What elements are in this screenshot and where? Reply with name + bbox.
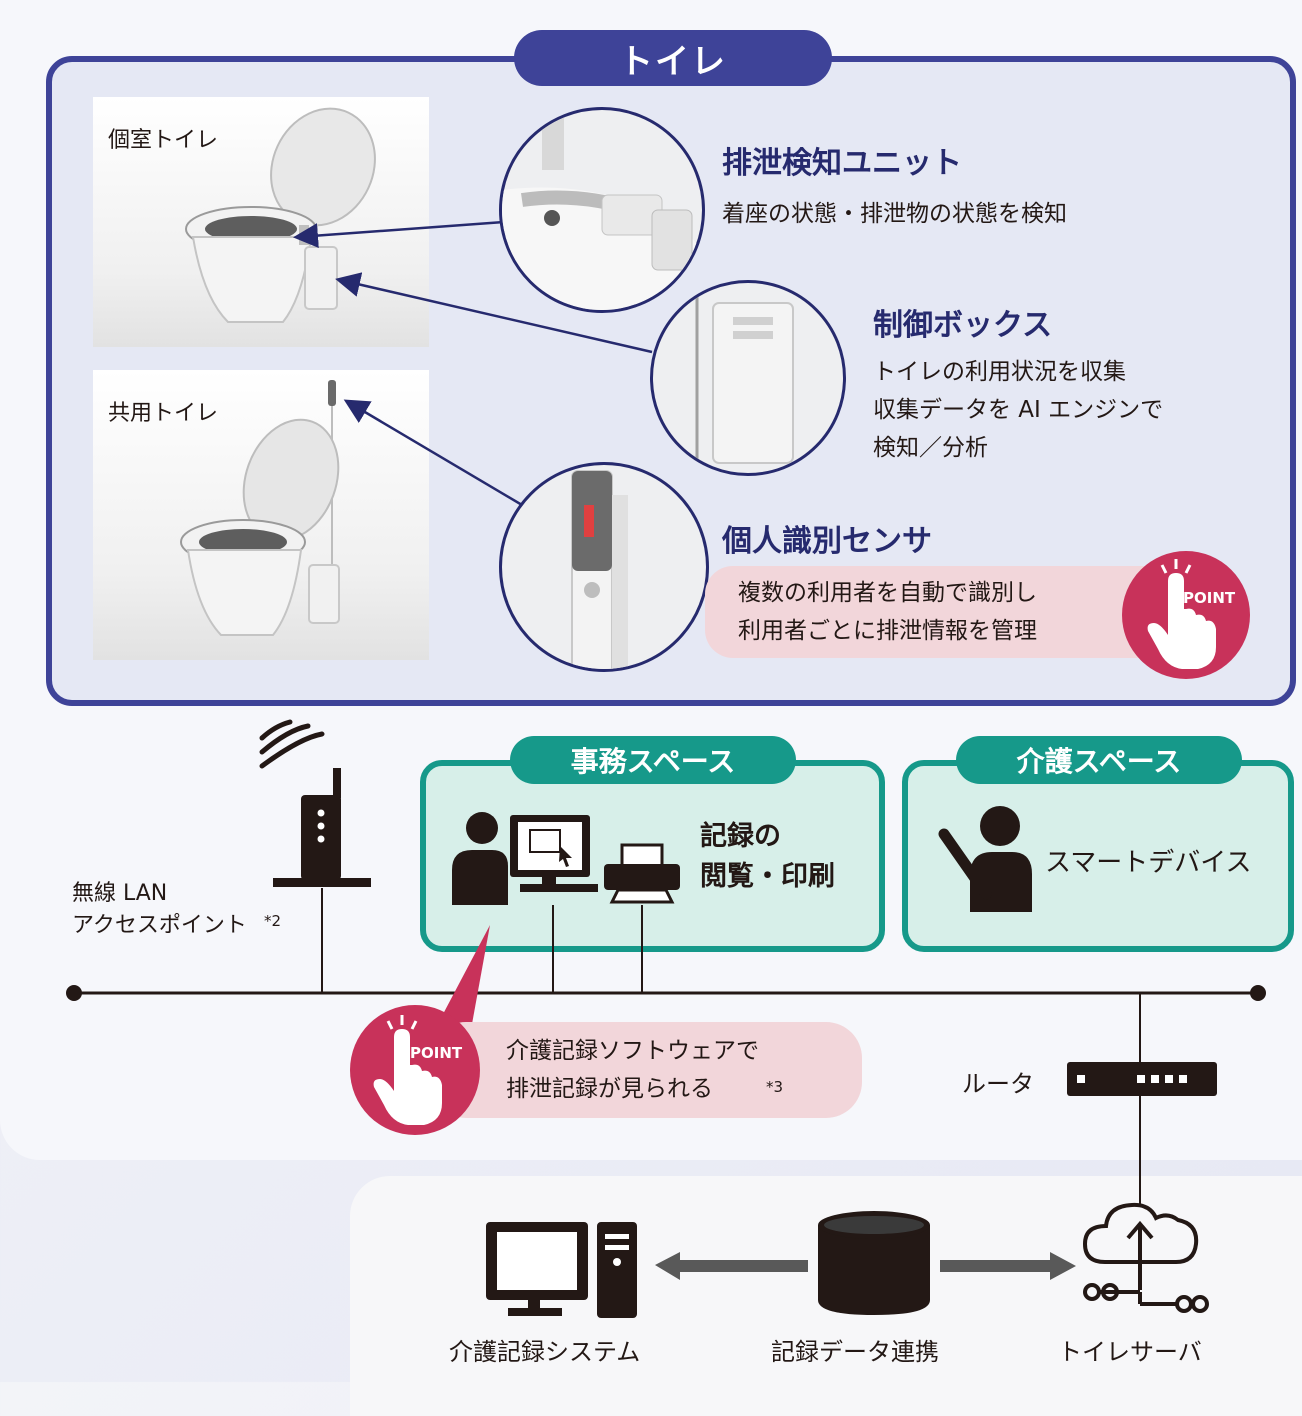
control-box-desc-2: 収集データを AI エンジンで [873,397,1164,423]
access-point-label-2: アクセスポイント [72,913,247,938]
software-point-line-1: 介護記録ソフトウェアで [506,1038,759,1064]
printer-icon [604,843,680,904]
care-space-title: 介護スペース [956,736,1242,784]
toilet-server-label: トイレサーバ [1058,1338,1202,1366]
office-space-title: 事務スペース [510,736,796,784]
id-sensor-point-line-1: 複数の利用者を自動で識別し [738,580,1037,606]
software-point-line-2: 排泄記録が見られる [506,1076,713,1102]
point-callout-pointer [432,925,490,1035]
point-label-bottom: POINT [410,1044,463,1062]
point-label-top: POINT [1183,589,1236,607]
office-worker-pc-icon [452,812,598,905]
control-box-desc-3: 検知／分析 [873,435,988,461]
cloud-server-icon [1082,1202,1209,1313]
toilet-connector-arrows [293,220,653,507]
id-sensor-point-line-2: 利用者ごとに排泄情報を管理 [738,618,1037,644]
id-sensor-point-pill [705,566,1190,658]
id-sensor-image [499,462,709,672]
smart-device-user-icon [938,806,1032,912]
router-label: ルータ [962,1070,1034,1098]
care-space-label: スマートデバイス [1045,848,1252,878]
pointing-hand-icon [373,1015,442,1125]
shared-toilet-label: 共用トイレ [108,401,219,426]
router-icon [1067,1062,1217,1096]
point-badge-bottom [350,1005,480,1135]
shared-toilet-photo [93,370,429,660]
detection-unit-image [499,107,705,313]
care-space-box [902,760,1294,952]
access-point-note: *2 [264,912,282,930]
software-point-note: *3 [766,1078,784,1096]
private-toilet-image [185,107,376,323]
access-point-icon [259,719,371,887]
private-toilet-photo [93,97,429,347]
private-toilet-label: 個室トイレ [108,128,219,153]
data-link-label: 記録データ連携 [771,1338,939,1366]
detection-unit-desc: 着座の状態・排泄物の状態を検知 [722,201,1067,227]
pointing-hand-icon [1147,559,1216,669]
access-point-label-1: 無線 LAN [72,881,168,906]
software-point-pill [430,1022,862,1118]
control-box-image [650,280,846,476]
toilet-section-title: トイレ [514,30,832,86]
detection-unit-title: 排泄検知ユニット [722,146,962,181]
network-line [66,888,1266,1205]
control-box-desc-1: トイレの利用状況を収集 [873,359,1126,385]
office-space-label-1: 記録の [700,821,781,852]
control-box-title: 制御ボックス [873,308,1053,343]
office-space-label-2: 閲覧・印刷 [700,861,835,892]
data-link-arrows [655,1252,1076,1280]
care-record-system-label: 介護記録システム [449,1338,641,1366]
shared-toilet-image [180,380,340,636]
id-sensor-title: 個人識別センサ [722,524,932,559]
care-record-system-icon [486,1222,637,1318]
database-icon [818,1211,930,1315]
point-badge-top [1122,551,1250,679]
